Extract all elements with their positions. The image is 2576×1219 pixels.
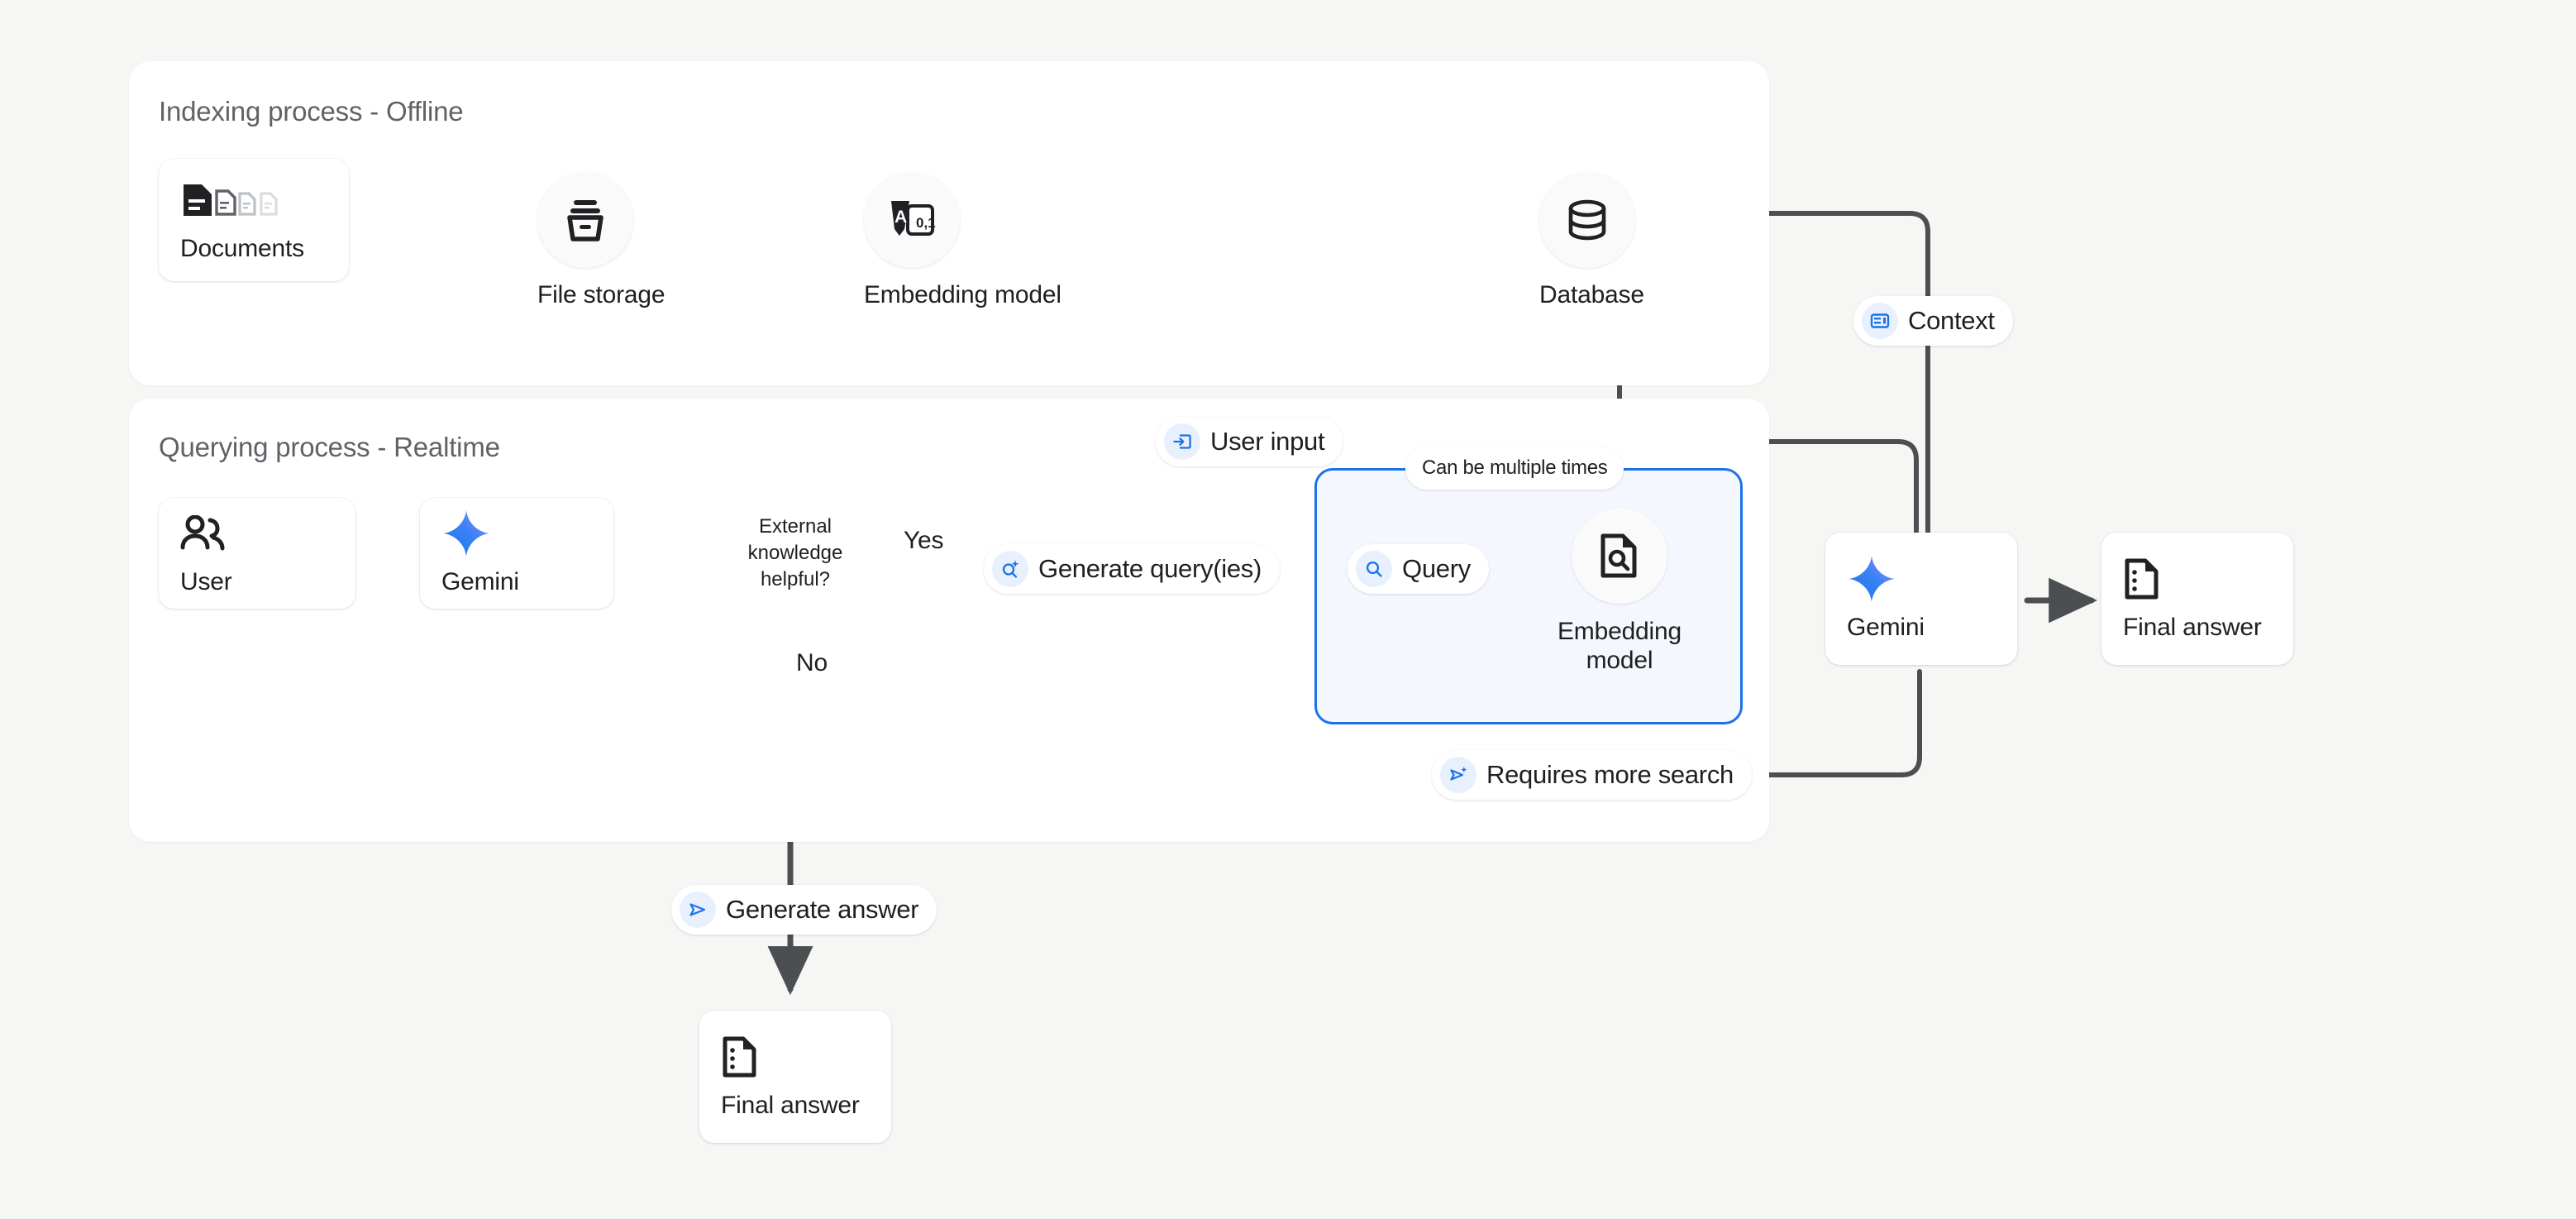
search-icon [1356,551,1392,587]
document-search-icon [1572,508,1667,604]
node-file-storage-label: File storage [537,281,665,308]
svg-text:0,1: 0,1 [916,215,936,231]
panel-title-querying: Querying process - Realtime [159,432,500,462]
node-embedding-model-loop[interactable]: Embedding model [1558,508,1682,676]
node-gemini-right[interactable]: Gemini [1825,533,2017,665]
badge-query-label: Query [1402,554,1471,583]
badge-query[interactable]: Query [1348,544,1489,594]
node-database[interactable]: Database [1539,172,1644,309]
context-panel-icon [1862,303,1898,339]
node-documents-label: Documents [180,235,304,262]
documents-icon [180,177,349,223]
node-embedding-model-indexing-label: Embedding model [864,281,1061,309]
node-gemini-right-label: Gemini [1847,614,1925,641]
svg-text:A: A [894,208,907,227]
panel-title-indexing: Indexing process - Offline [159,96,464,127]
send-sparkle-icon [1440,757,1476,793]
badge-can-be-multiple-times: Can be multiple times [1405,447,1624,490]
badge-requires-more-search[interactable]: Requires more search [1432,750,1752,800]
final-answer-icon [721,1034,891,1080]
gemini-star-icon [1847,556,2017,602]
badge-generate-answer[interactable]: Generate answer [671,885,937,935]
input-arrow-icon [1164,423,1200,460]
node-user[interactable]: User [159,498,355,609]
badge-context-label: Context [1908,306,1995,335]
node-gemini-left-label: Gemini [441,568,519,595]
node-final-answer-bottom-label: Final answer [721,1092,860,1119]
node-final-answer-right-label: Final answer [2123,614,2262,641]
search-sparkle-icon [992,551,1028,587]
badge-context[interactable]: Context [1853,296,2013,346]
badge-requires-more-search-label: Requires more search [1486,760,1734,789]
node-embedding-model-loop-label: Embedding model [1558,618,1682,675]
badge-generate-queries[interactable]: Generate query(ies) [984,544,1280,594]
edge-label-no: No [796,649,828,676]
gemini-star-icon [441,510,613,557]
edge-label-yes: Yes [904,527,944,554]
node-user-label: User [180,568,232,595]
loop-region-can-be-multiple-times [1314,468,1743,724]
badge-generate-answer-label: Generate answer [726,895,919,924]
node-gemini-left[interactable]: Gemini [420,498,613,609]
node-decision-external-knowledge[interactable]: External knowledge helpful? [711,498,880,609]
users-icon [180,510,355,557]
badge-generate-queries-label: Generate query(ies) [1038,554,1262,583]
badge-can-be-multiple-times-label: Can be multiple times [1422,457,1608,479]
node-final-answer-right[interactable]: Final answer [2101,533,2293,665]
final-answer-icon [2123,556,2293,602]
node-final-answer-bottom[interactable]: Final answer [699,1011,891,1143]
node-database-label: Database [1539,281,1644,308]
decision-label: External knowledge helpful? [747,515,843,590]
node-embedding-model-indexing[interactable]: 0,1 A Embedding model [864,172,1061,309]
embedding-model-icon: 0,1 A [864,172,960,268]
file-storage-icon [537,172,633,268]
database-icon [1539,172,1635,268]
node-documents[interactable]: Documents [159,159,349,281]
send-icon [680,892,716,928]
badge-user-input-label: User input [1210,427,1325,456]
badge-user-input[interactable]: User input [1156,417,1343,466]
node-file-storage[interactable]: File storage [537,172,665,309]
